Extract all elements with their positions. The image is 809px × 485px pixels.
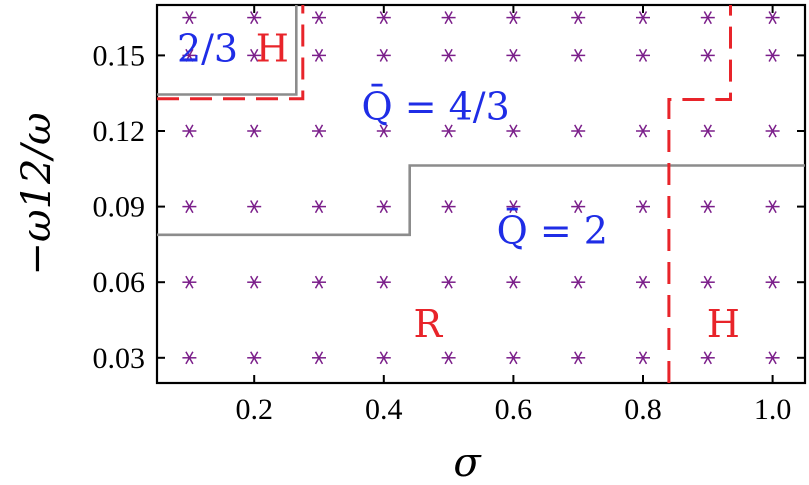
region-label-2: Q̄ = 4/3 (361, 85, 509, 129)
data-point (506, 200, 521, 214)
data-point (571, 48, 586, 62)
region-label-5: H (707, 302, 740, 346)
data-point (636, 48, 650, 62)
x-tick-label: 0.4 (365, 393, 403, 426)
data-point (765, 351, 780, 365)
x-axis-label: σ (453, 440, 482, 485)
data-point (247, 275, 262, 289)
plot-area (155, 3, 807, 385)
data-point (441, 48, 456, 62)
data-point (182, 351, 197, 365)
data-point (376, 124, 391, 138)
data-point (376, 11, 391, 25)
data-point (636, 11, 650, 25)
data-point (636, 124, 650, 138)
region-label-1: H (256, 27, 289, 71)
data-point (182, 48, 197, 62)
data-point (312, 124, 326, 138)
y-axis-label: −ω12/ω (14, 112, 60, 275)
data-point (636, 275, 650, 289)
boundary-lines (157, 5, 805, 383)
data-point (765, 124, 780, 138)
data-point (247, 48, 262, 62)
data-point (765, 48, 780, 62)
boundary-line-2 (157, 5, 305, 101)
data-point (506, 48, 521, 62)
data-point (376, 275, 391, 289)
y-tick-label: 0.12 (93, 115, 146, 148)
data-point (765, 275, 780, 289)
data-point (312, 48, 326, 62)
data-point (247, 200, 262, 214)
data-point (247, 124, 262, 138)
data-point (571, 275, 586, 289)
data-point (182, 200, 197, 214)
y-tick-label: 0.03 (93, 342, 146, 375)
data-point (571, 200, 586, 214)
x-tick-label: 0.2 (235, 393, 273, 426)
x-tick-label: 0.6 (495, 393, 533, 426)
data-point (506, 124, 521, 138)
data-point (636, 351, 650, 365)
data-point (312, 351, 326, 365)
data-point (182, 124, 197, 138)
data-point (182, 11, 197, 25)
data-point (765, 200, 780, 214)
plot-frame (155, 3, 807, 385)
data-point (700, 48, 715, 62)
y-tick-label: 0.06 (93, 266, 146, 299)
data-point (700, 275, 715, 289)
data-point (441, 275, 456, 289)
data-point (441, 200, 456, 214)
data-point (571, 11, 586, 25)
data-point (247, 351, 262, 365)
data-point (571, 124, 586, 138)
boundary-line-1 (157, 5, 298, 96)
data-point (441, 351, 456, 365)
data-point (506, 11, 521, 25)
data-point (571, 351, 586, 365)
data-point (506, 275, 521, 289)
data-points (182, 11, 780, 365)
data-point (441, 11, 456, 25)
data-point (506, 351, 521, 365)
region-label-3: Q̄ = 2 (497, 209, 608, 253)
data-point (312, 200, 326, 214)
data-point (182, 275, 197, 289)
region-label-0: 2/3 (177, 27, 238, 71)
data-point (636, 200, 650, 214)
data-point (376, 351, 391, 365)
data-point (247, 11, 262, 25)
data-point (312, 275, 326, 289)
data-point (376, 200, 391, 214)
data-point (700, 351, 715, 365)
boundary-line-0 (157, 164, 805, 237)
x-tick-label: 0.8 (624, 393, 662, 426)
data-point (376, 48, 391, 62)
y-tick-label: 0.09 (93, 191, 146, 224)
data-point (312, 11, 326, 25)
region-label-4: R (414, 302, 444, 346)
data-point (700, 11, 715, 25)
boundary-line-3 (667, 5, 732, 383)
data-point (700, 124, 715, 138)
y-tick-label: 0.15 (93, 39, 146, 72)
axis-ticks: 0.2 0.4 0.6 0.8 1.0 0.03 0.06 0.09 0.12 0.15 (93, 5, 805, 426)
data-point (765, 11, 780, 25)
data-point (441, 124, 456, 138)
data-point (700, 200, 715, 214)
x-tick-label: 1.0 (754, 393, 792, 426)
